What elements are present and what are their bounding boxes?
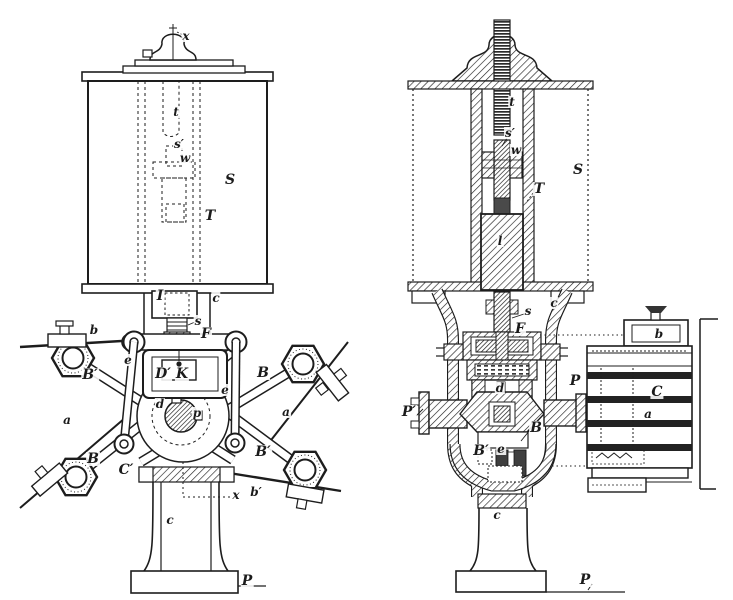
internal-spindle-dashed [137, 81, 201, 283]
cylinder-outline-dotted [412, 89, 589, 281]
label-B-prime-lr: B′ [254, 444, 272, 460]
label-d-sec: d [494, 381, 506, 395]
pedestal-and-base [130, 466, 266, 594]
label-l-column-sec: l [496, 234, 504, 248]
label-s-spring: s [193, 314, 203, 328]
label-c-neck: c [211, 291, 221, 305]
label-K-box: K [174, 366, 190, 382]
dashed-x-line [182, 462, 231, 498]
label-P-base-sec: P [578, 572, 592, 588]
label-C-prime-seat: C′ [117, 462, 135, 478]
label-a-right: a [281, 405, 291, 419]
label-P-prime-pipe: P′ [400, 404, 418, 420]
section-pedestal [455, 493, 625, 593]
label-c-pedestal-sec: c [492, 508, 502, 522]
label-w: w [178, 151, 192, 165]
label-a-stack: a [643, 407, 653, 421]
label-w-sec: w [509, 143, 523, 157]
label-D-prime-box: D′ [154, 366, 172, 382]
label-s-prime-sec: s′ [504, 126, 516, 140]
label-c-column: c [165, 513, 175, 527]
left-figure-front-elevation [19, 24, 350, 594]
label-e-right: e [220, 383, 230, 397]
label-B-sec: B [529, 420, 543, 436]
label-P-pipe: P [568, 373, 582, 389]
label-b-stack-box: b [653, 327, 665, 341]
links-e [113, 341, 246, 455]
section-top-knob [449, 19, 555, 136]
label-a-left: a [62, 413, 72, 427]
label-F-sec: F [514, 321, 526, 337]
cylinder-shell [81, 71, 274, 294]
label-x-top: x [181, 29, 191, 43]
label-c-body-sec: c [549, 296, 559, 310]
label-C-stack: C [650, 384, 664, 400]
resistance-stack [540, 306, 718, 493]
valve-internals [436, 291, 568, 403]
label-t-rod-sec: t [508, 95, 516, 109]
leader-lines [415, 137, 534, 417]
rod-clamps [30, 320, 350, 510]
label-p-shaft: p [191, 406, 203, 420]
label-B-ll: B [86, 451, 100, 467]
label-T-tube: T [203, 208, 217, 224]
pipes [410, 391, 587, 435]
label-B-prime-sec: B′ [472, 443, 490, 459]
label-e-sec: e [496, 442, 506, 456]
label-b-rod: b [88, 323, 100, 337]
label-e-left: e [123, 353, 133, 367]
label-S-cyl-sec: S [571, 162, 585, 178]
label-S-cylinder: S [223, 172, 237, 188]
label-b-prime-rod: b′ [249, 485, 263, 499]
label-I-neck: I [155, 288, 165, 304]
top-knob [122, 24, 246, 74]
label-t-rod: t [172, 105, 180, 119]
label-x-bottom: x [231, 488, 241, 502]
label-s-sec: s [523, 304, 533, 318]
label-P-base: P [240, 573, 254, 589]
label-s-prime: s′ [173, 137, 185, 151]
lower-valve-parts [449, 429, 557, 492]
label-T-tube-sec: T [532, 181, 546, 197]
right-figure-section [407, 19, 718, 593]
spindle-and-column [480, 139, 524, 291]
label-B-prime-ul: B′ [81, 367, 99, 383]
label-F-nut: F [200, 326, 212, 342]
label-d-disc: d [154, 397, 166, 411]
label-B-ur: B [256, 365, 270, 381]
